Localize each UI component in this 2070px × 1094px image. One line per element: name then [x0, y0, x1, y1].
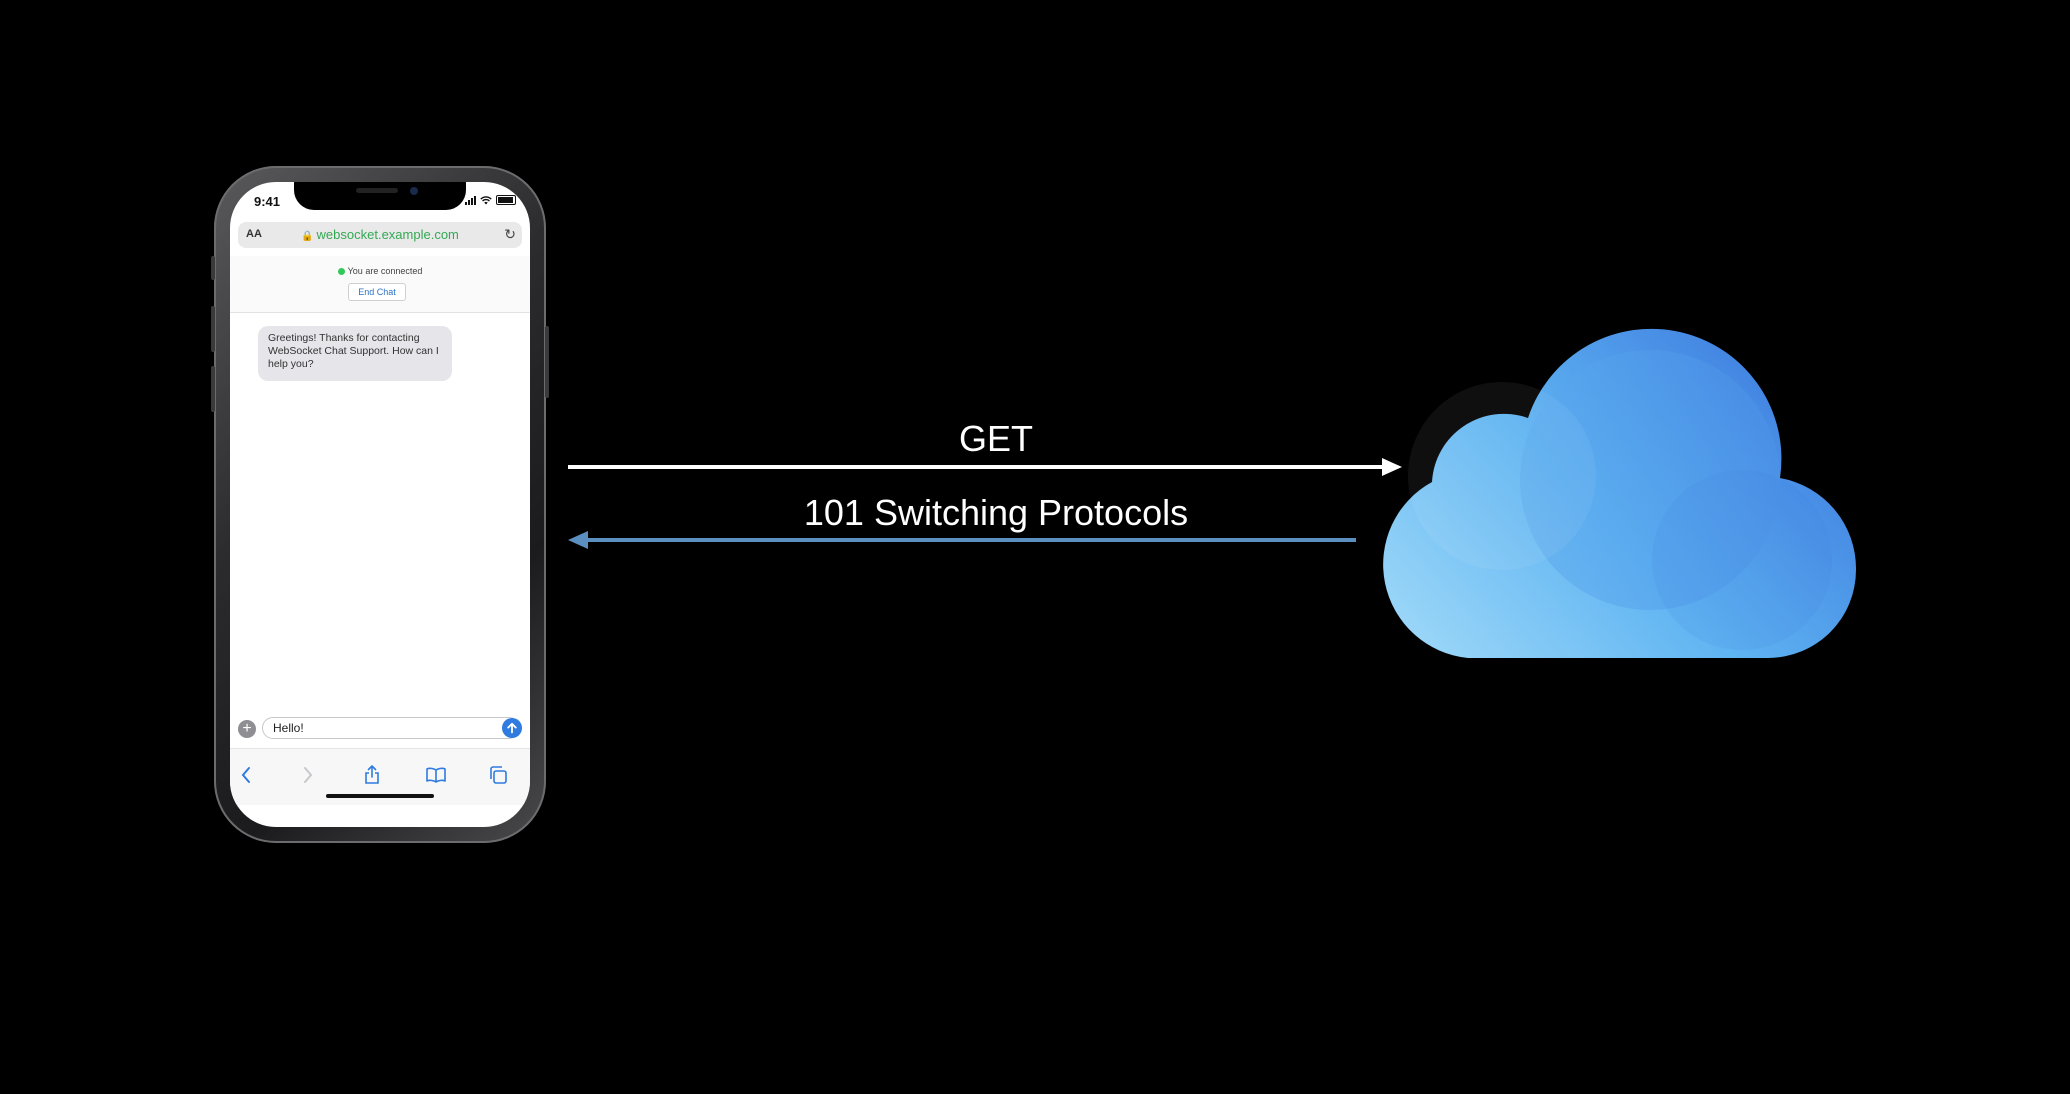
connection-panel: You are connected End Chat [230, 256, 530, 313]
connection-status-text: You are connected [347, 266, 423, 276]
tabs-icon [490, 766, 507, 784]
share-button[interactable] [360, 763, 384, 787]
chat-message-bubble: Greetings! Thanks for contacting WebSock… [258, 326, 452, 381]
home-indicator [326, 794, 434, 798]
url-text: websocket.example.com [316, 227, 459, 242]
connection-status: You are connected [230, 266, 530, 276]
chevron-right-icon [304, 767, 313, 783]
back-button[interactable] [234, 763, 258, 787]
tabs-button[interactable] [486, 763, 510, 787]
text-size-button[interactable]: AA [246, 228, 262, 240]
address-bar[interactable]: AA 🔒websocket.example.com ↻ [238, 222, 522, 248]
status-icons [465, 195, 516, 205]
request-arrowhead [1382, 458, 1402, 476]
status-dot-icon [337, 268, 345, 276]
volume-up-button [211, 306, 215, 352]
share-icon [365, 765, 379, 784]
speaker [356, 188, 398, 193]
status-time: 9:41 [254, 194, 281, 209]
reload-icon[interactable]: ↻ [504, 226, 516, 242]
phone-screen: 9:41 AA 🔒websocket.example.com ↻ You are… [230, 182, 530, 827]
forward-button[interactable] [296, 763, 320, 787]
iphone-device: 9:41 AA 🔒websocket.example.com ↻ You are… [211, 166, 549, 843]
power-button [545, 326, 549, 398]
bookmarks-button[interactable] [424, 763, 448, 787]
url-display[interactable]: 🔒websocket.example.com [238, 227, 522, 242]
end-chat-button[interactable]: End Chat [348, 283, 406, 301]
front-camera [410, 187, 418, 195]
message-composer: + Hello! [236, 715, 524, 743]
response-label: 101 Switching Protocols [803, 492, 1189, 533]
add-attachment-icon[interactable]: + [238, 720, 256, 738]
wifi-icon [480, 196, 492, 205]
mute-switch [211, 256, 215, 280]
book-icon [426, 767, 446, 783]
volume-down-button [211, 366, 215, 412]
signal-icon [465, 196, 476, 205]
response-arrowhead [568, 531, 588, 549]
browser-toolbar [230, 748, 530, 805]
message-input[interactable]: Hello! [262, 717, 520, 739]
arrow-up-icon [507, 722, 517, 734]
chevron-left-icon [241, 767, 250, 783]
cloud-icon [1383, 328, 1857, 658]
battery-icon [496, 195, 516, 205]
request-label: GET [958, 418, 1033, 459]
lock-icon: 🔒 [301, 231, 314, 242]
notch [294, 182, 466, 210]
send-button[interactable] [502, 718, 522, 738]
